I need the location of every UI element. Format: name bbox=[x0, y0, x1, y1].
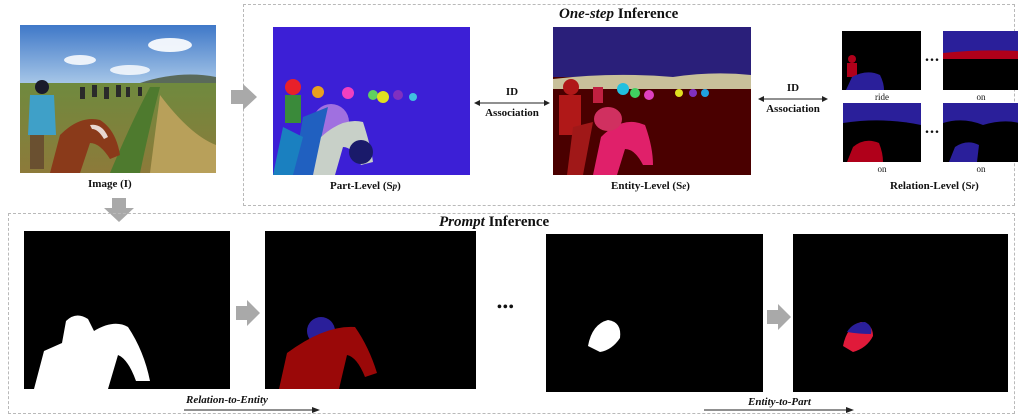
relation-ellipsis-top: ... bbox=[925, 48, 940, 65]
relation-panel-4 bbox=[943, 103, 1018, 162]
relation-level-caption: Relation-Level (Sr) bbox=[890, 180, 979, 192]
entity-to-part-text: Entity-to-Part bbox=[748, 396, 811, 408]
prompt-inference-box bbox=[8, 213, 1015, 414]
part-caption-sub: p bbox=[392, 181, 398, 191]
entity-level-caption: Entity-Level (Se) bbox=[611, 180, 690, 192]
assoc-right-line2: Association bbox=[766, 103, 820, 115]
gray-arrow-down-icon bbox=[104, 198, 134, 222]
gray-arrow-right-icon bbox=[767, 304, 791, 330]
prompt-panel-entity bbox=[265, 231, 476, 389]
title-italic: One-step bbox=[559, 6, 614, 22]
part-level-segmentation bbox=[273, 27, 470, 175]
double-arrow-icon bbox=[474, 100, 550, 106]
relation-to-entity-text: Relation-to-Entity bbox=[186, 394, 268, 406]
relation-caption-sub: r bbox=[971, 181, 976, 191]
image-caption: Image (I) bbox=[88, 178, 132, 190]
entity-to-part-label: Entity-to-Part bbox=[748, 396, 811, 408]
entity-caption-sub: e bbox=[682, 181, 687, 191]
assoc-left-line1: ID bbox=[505, 86, 519, 98]
assoc-right-line1: ID bbox=[786, 82, 800, 94]
prompt-inference-title: Prompt Inference bbox=[435, 214, 554, 231]
entity-caption-close: ) bbox=[686, 180, 690, 192]
assoc-left-line2: Association bbox=[485, 107, 539, 119]
prompt-title-italic: Prompt bbox=[439, 214, 485, 230]
relation-panel-1 bbox=[842, 31, 921, 90]
part-caption-text: Part-Level (S bbox=[330, 180, 393, 192]
prompt-title-rest: Inference bbox=[484, 214, 550, 230]
id-association-left: ID Association bbox=[474, 86, 550, 120]
relation-panel-3 bbox=[843, 103, 921, 162]
relation-caption-text: Relation-Level (S bbox=[890, 180, 972, 192]
prompt-panel-part bbox=[793, 234, 1008, 392]
title-rest: Inference bbox=[614, 6, 679, 22]
part-caption-close: ) bbox=[397, 180, 401, 192]
relation-to-entity-label: Relation-to-Entity bbox=[186, 394, 268, 406]
prompt-panel-relation-mask bbox=[24, 231, 230, 389]
relation-ellipsis-bottom: ... bbox=[925, 120, 940, 137]
relation-label-ride: ride bbox=[875, 92, 889, 102]
gray-arrow-right-icon bbox=[236, 300, 260, 326]
relation-label-on-2: on bbox=[877, 164, 887, 174]
relation-panel-2 bbox=[943, 31, 1018, 90]
prompt-ellipsis: ••• bbox=[497, 300, 515, 315]
flow-arrow-left-icon bbox=[184, 407, 320, 413]
gray-arrow-right-icon bbox=[231, 84, 257, 110]
relation-label-on-3: on bbox=[976, 164, 986, 174]
double-arrow-icon bbox=[758, 96, 828, 102]
entity-level-segmentation bbox=[553, 27, 751, 175]
id-association-right: ID Association bbox=[758, 82, 828, 116]
part-level-caption: Part-Level (Sp) bbox=[330, 180, 401, 192]
relation-label-on-1: on bbox=[976, 92, 986, 102]
relation-caption-close: ) bbox=[975, 180, 979, 192]
entity-caption-text: Entity-Level (S bbox=[611, 180, 683, 192]
input-photo bbox=[20, 25, 216, 173]
one-step-inference-title: One-step Inference bbox=[555, 6, 683, 23]
prompt-panel-entity-mask bbox=[546, 234, 763, 392]
flow-arrow-right-icon bbox=[704, 407, 854, 413]
